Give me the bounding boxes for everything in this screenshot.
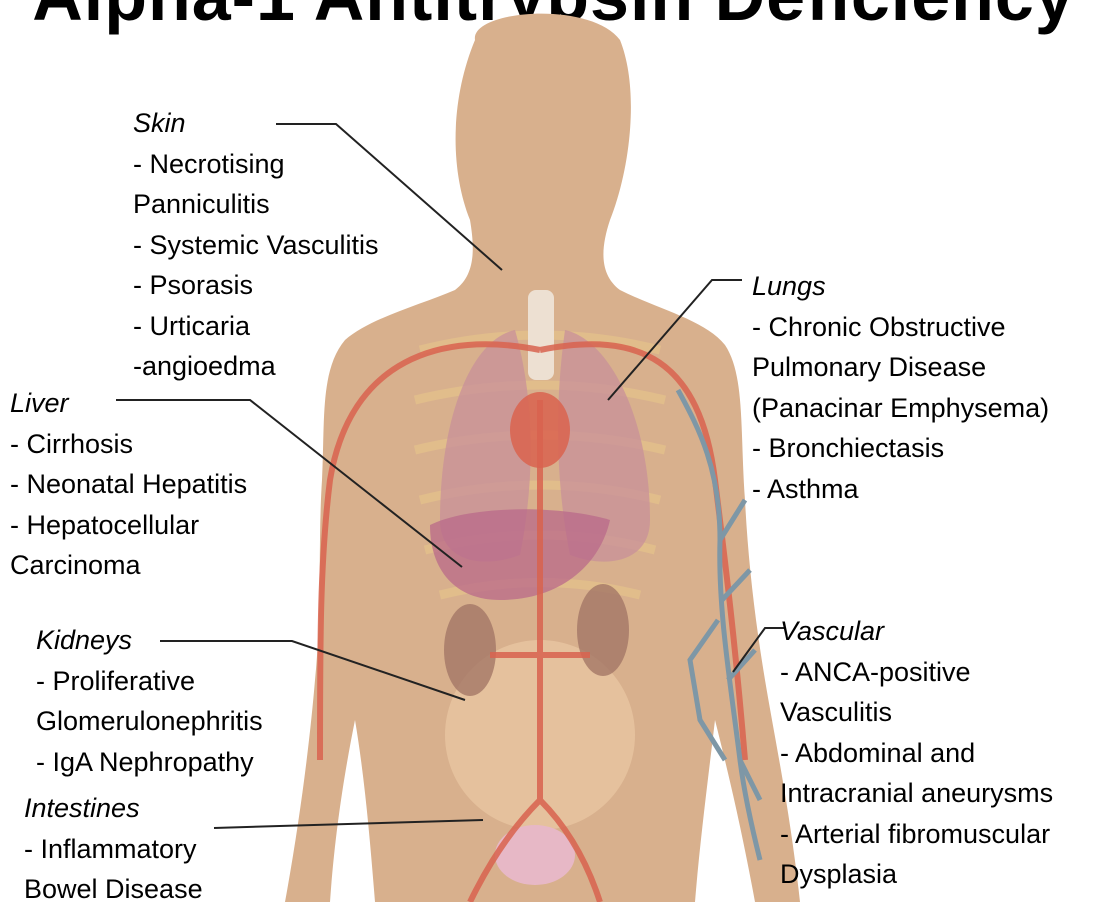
- vascular-heading: Vascular: [780, 611, 1053, 652]
- skin-item: - Systemic Vasculitis: [133, 225, 379, 266]
- liver-heading: Liver: [10, 383, 247, 424]
- kidneys-item: Glomerulonephritis: [36, 701, 263, 742]
- liver-item: - Neonatal Hepatitis: [10, 464, 247, 505]
- intestines-item: - Inflammatory: [24, 829, 203, 870]
- intestines-label: Intestines - Inflammatory Bowel Disease: [24, 788, 203, 910]
- vascular-item: - ANCA-positive: [780, 652, 1053, 693]
- vascular-item: Vasculitis: [780, 692, 1053, 733]
- intestines-item: Bowel Disease: [24, 869, 203, 910]
- kidneys-heading: Kidneys: [36, 620, 263, 661]
- skin-heading: Skin: [133, 103, 379, 144]
- kidneys-item: - IgA Nephropathy: [36, 742, 263, 783]
- lungs-item: Pulmonary Disease: [752, 347, 1049, 388]
- trachea: [528, 290, 554, 380]
- liver-label: Liver - Cirrhosis - Neonatal Hepatitis -…: [10, 383, 247, 586]
- vascular-item: - Arterial fibromuscular: [780, 814, 1053, 855]
- vascular-item: Dysplasia: [780, 854, 1053, 895]
- skin-item: -angioedma: [133, 346, 379, 387]
- vascular-item: - Abdominal and: [780, 733, 1053, 774]
- liver-item: Carcinoma: [10, 545, 247, 586]
- skin-item: - Necrotising: [133, 144, 379, 185]
- lungs-item: (Panacinar Emphysema): [752, 388, 1049, 429]
- liver-item: - Cirrhosis: [10, 424, 247, 465]
- left-kidney: [444, 604, 496, 696]
- lungs-item: - Asthma: [752, 469, 1049, 510]
- kidneys-item: - Proliferative: [36, 661, 263, 702]
- lungs-item: - Bronchiectasis: [752, 428, 1049, 469]
- kidneys-label: Kidneys - Proliferative Glomerulonephrit…: [36, 620, 263, 782]
- lungs-heading: Lungs: [752, 266, 1049, 307]
- lungs-item: - Chronic Obstructive: [752, 307, 1049, 348]
- skin-label: Skin - Necrotising Panniculitis - System…: [133, 103, 379, 387]
- lungs-label: Lungs - Chronic Obstructive Pulmonary Di…: [752, 266, 1049, 509]
- skin-item: - Psorasis: [133, 265, 379, 306]
- skin-item: - Urticaria: [133, 306, 379, 347]
- skin-item: Panniculitis: [133, 184, 379, 225]
- intestines-heading: Intestines: [24, 788, 203, 829]
- right-kidney: [577, 584, 629, 676]
- liver-item: - Hepatocellular: [10, 505, 247, 546]
- vascular-item: Intracranial aneurysms: [780, 773, 1053, 814]
- vascular-label: Vascular - ANCA-positive Vasculitis - Ab…: [780, 611, 1053, 895]
